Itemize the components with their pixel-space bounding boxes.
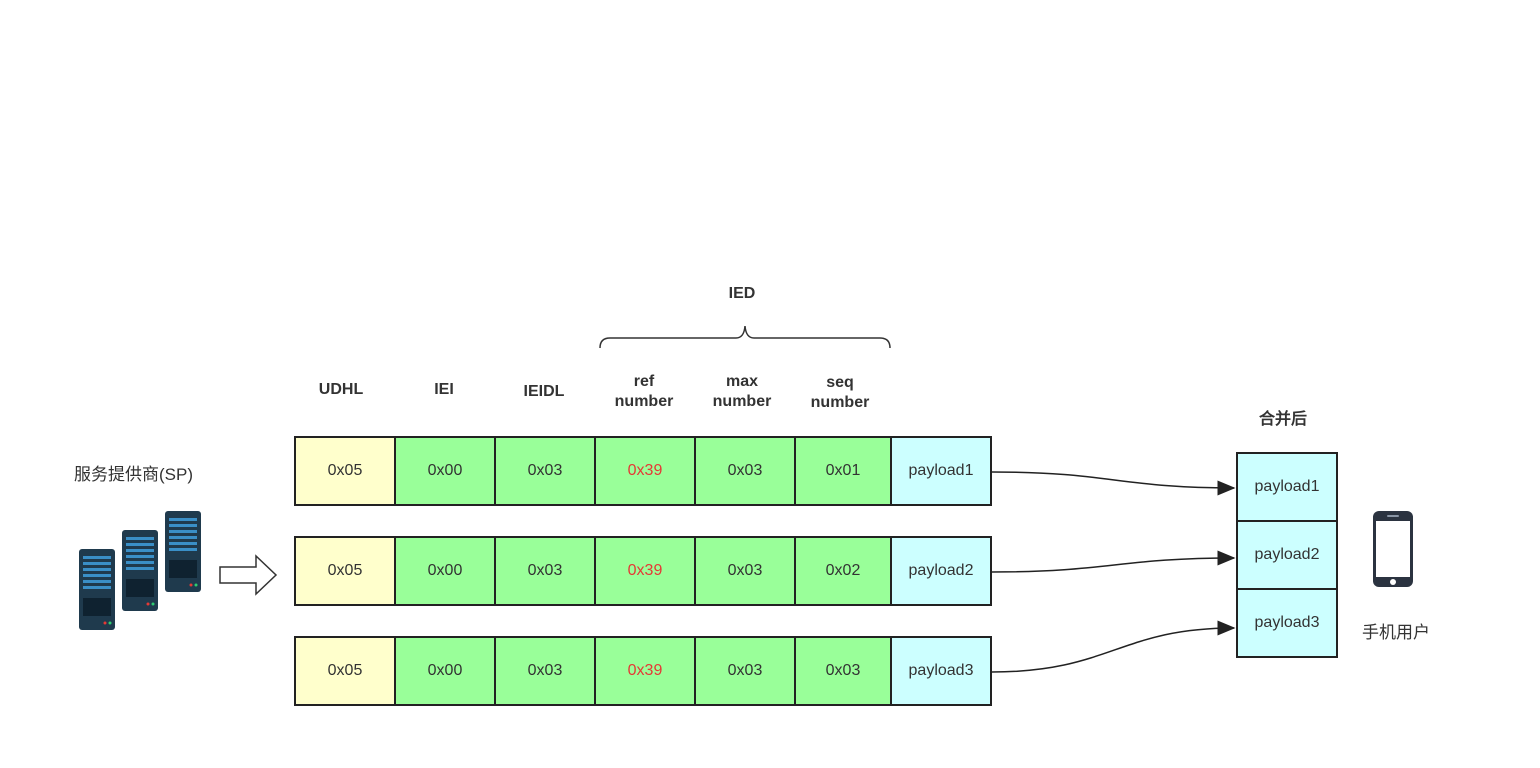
ied-brace [599,325,891,349]
cell-max-number: 0x03 [694,636,796,706]
cell-ieidl: 0x03 [494,636,596,706]
cell-ieidl: 0x03 [494,536,596,606]
smartphone-icon [1373,511,1413,587]
cell-max-number: 0x03 [694,436,796,506]
merged-payload-cell: payload2 [1236,520,1338,590]
merged-label: 合并后 [1258,411,1307,428]
cell-ref-number: 0x39 [594,636,696,706]
cell-seq-number: 0x02 [794,536,892,606]
cell-payload: payload3 [890,636,992,706]
cell-ieidl: 0x03 [494,436,596,506]
cell-iei: 0x00 [394,436,496,506]
cell-iei: 0x00 [394,636,496,706]
connector-payload3 [991,620,1236,673]
cell-iei: 0x00 [394,536,496,606]
message-row: 0x05 0x00 0x03 0x39 0x03 0x02 payload2 [294,536,992,606]
connector-payload2 [991,550,1236,573]
sp-label: 服务提供商(SP) [74,465,193,484]
header-udhl: UDHL [318,381,364,398]
cell-udhl: 0x05 [294,436,396,506]
connector-payload1 [991,471,1236,496]
cell-seq-number: 0x01 [794,436,892,506]
right-hollow-arrow-icon [219,554,278,596]
message-row: 0x05 0x00 0x03 0x39 0x03 0x03 payload3 [294,636,992,706]
cell-ref-number: 0x39 [594,436,696,506]
header-max-number: max number [712,373,772,410]
merged-payload-cell: payload3 [1236,588,1338,658]
server-rack-icon [79,511,201,630]
cell-max-number: 0x03 [694,536,796,606]
header-ieidl: IEIDL [523,383,565,400]
user-label: 手机用户 [1362,623,1430,642]
ied-label: IED [728,285,756,302]
header-iei: IEI [434,381,454,398]
cell-udhl: 0x05 [294,536,396,606]
merged-payload-cell: payload1 [1236,452,1338,522]
cell-udhl: 0x05 [294,636,396,706]
message-row: 0x05 0x00 0x03 0x39 0x03 0x01 payload1 [294,436,992,506]
cell-payload: payload1 [890,436,992,506]
cell-ref-number: 0x39 [594,536,696,606]
cell-payload: payload2 [890,536,992,606]
merged-payload-stack: payload1 payload2 payload3 [1236,452,1338,658]
header-seq-number: seq number [810,374,870,411]
header-ref-number: ref number [614,373,674,410]
cell-seq-number: 0x03 [794,636,892,706]
